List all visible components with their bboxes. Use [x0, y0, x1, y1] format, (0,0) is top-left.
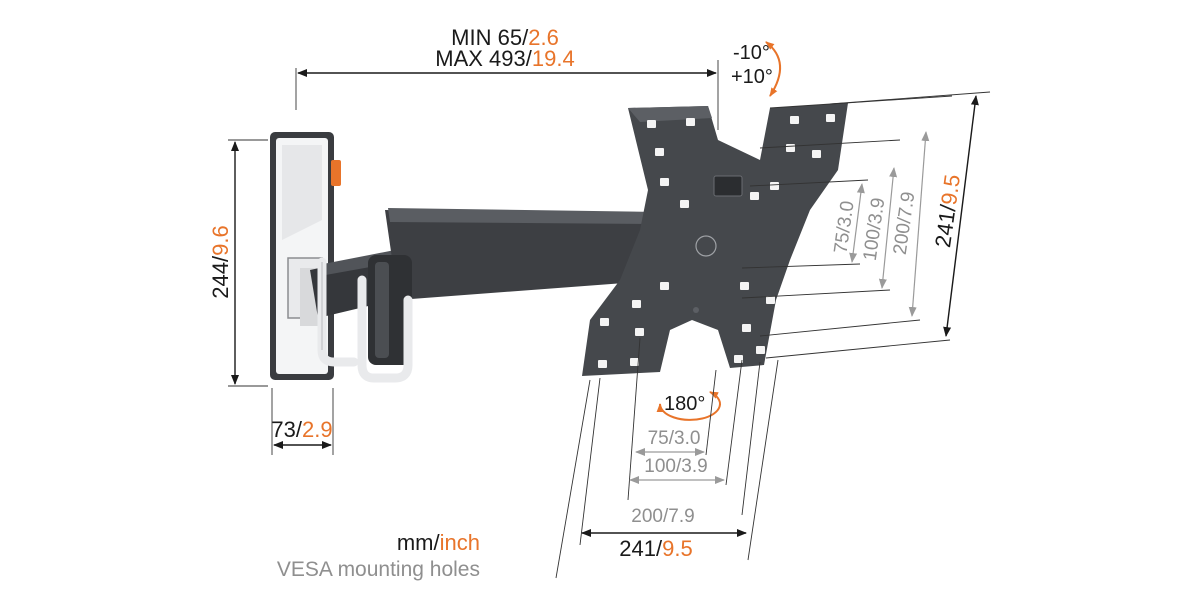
plate-width-dimension: 73/2.9	[271, 388, 334, 455]
vesa-plate	[582, 103, 848, 376]
legend: mm/inch VESA mounting holes	[277, 530, 480, 581]
vesa-horizontal-dimensions: 75/3.0 100/3.9 200/7.9 241/9.5	[555, 337, 779, 579]
rotation-indicator: 180°	[656, 391, 721, 421]
vesa-v-200-text: 200/7.9	[890, 190, 920, 256]
tilt-arrow-icon	[765, 41, 782, 97]
wall-plate	[270, 132, 341, 380]
swing-arm	[310, 208, 664, 383]
depth-max-text: MAX 493/19.4	[435, 46, 574, 71]
vesa-v-100-text: 100/3.9	[860, 196, 890, 262]
depth-min-text: MIN 65/2.6	[451, 25, 559, 50]
rotation-arrow-icon	[656, 391, 721, 421]
tilt-plus-text: +10°	[731, 66, 773, 88]
tilt-indicator: -10° +10°	[731, 41, 782, 97]
plate-height-text: 244/9.6	[208, 225, 233, 298]
vesa-h-100-text: 100/3.9	[644, 456, 707, 477]
vesa-vertical-dimensions: 75/3.0 100/3.9 200/7.9 241/9.5	[741, 91, 991, 359]
legend-vesa-text: VESA mounting holes	[277, 558, 480, 581]
brand-logo-icon	[695, 235, 717, 257]
vesa-h-241-text: 241/9.5	[619, 536, 692, 561]
vesa-v-75-text: 75/3.0	[830, 200, 858, 255]
orange-tab	[331, 160, 341, 186]
plate-height-dimension: 244/9.6	[208, 139, 268, 387]
tilt-minus-text: -10°	[733, 42, 770, 64]
plate-width-text: 73/2.9	[271, 417, 332, 442]
vesa-h-200-text: 200/7.9	[631, 506, 694, 527]
vesa-v-241-text: 241/9.5	[930, 173, 965, 249]
legend-units-text: mm/inch	[397, 530, 480, 555]
vesa-h-75-text: 75/3.0	[648, 428, 701, 449]
rotation-text: 180°	[664, 393, 705, 415]
depth-dimension: MIN 65/2.6 MAX 493/19.4	[295, 25, 719, 130]
